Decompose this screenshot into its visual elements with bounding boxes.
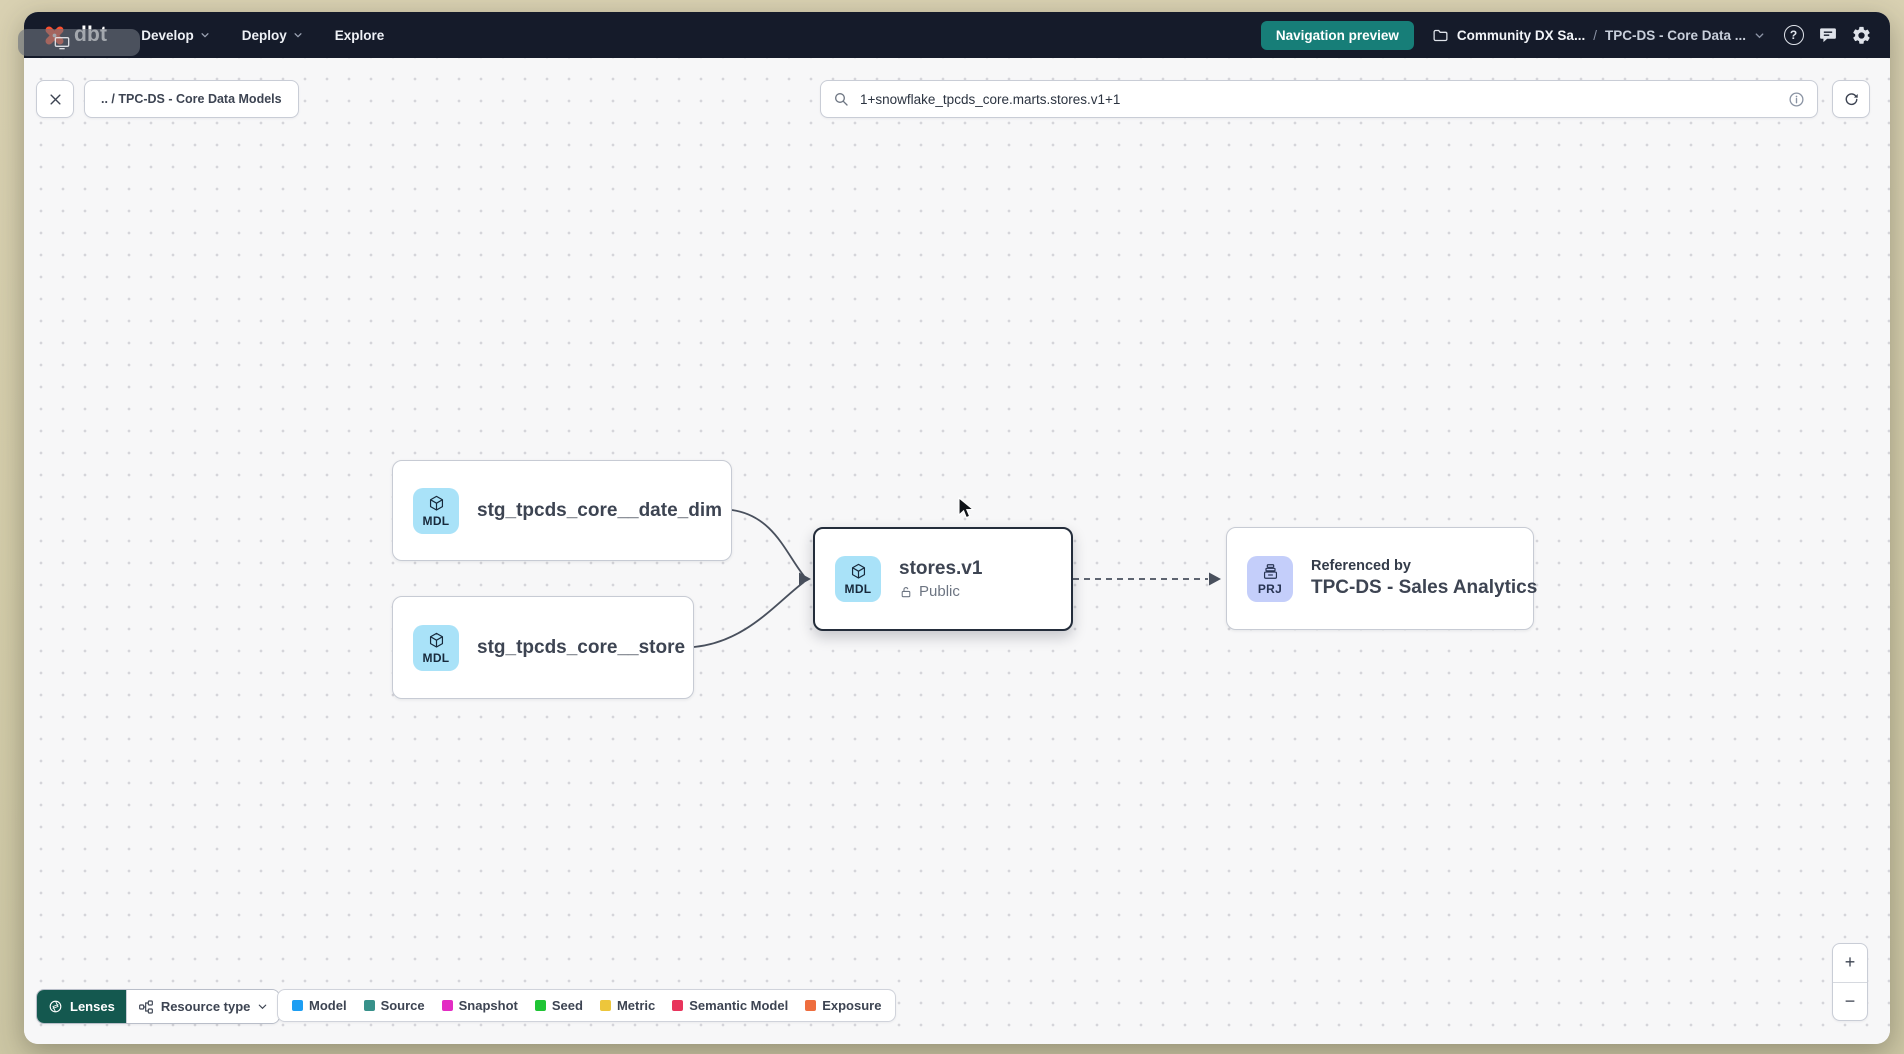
menu-develop[interactable]: Develop bbox=[141, 28, 210, 43]
node-stores-v1[interactable]: MDL stores.v1 Public bbox=[813, 527, 1073, 631]
breadcrumb-page[interactable]: TPC-DS - Core Data ... bbox=[1604, 27, 1746, 43]
model-badge: MDL bbox=[413, 487, 459, 534]
breadcrumb-separator: / bbox=[1593, 27, 1597, 43]
node-text-group: Referenced by TPC-DS - Sales Analytics bbox=[1311, 558, 1537, 599]
legend-item-semantic-model: Semantic Model bbox=[672, 998, 788, 1013]
arrowhead bbox=[799, 572, 811, 586]
resource-graph-icon bbox=[138, 999, 153, 1014]
edge-date-dim-to-stores bbox=[731, 509, 805, 577]
navbar-right-group: Navigation preview Community DX Sa... / … bbox=[1260, 20, 1872, 50]
node-label: stg_tpcds_core__date_dim bbox=[477, 499, 722, 521]
node-label: stg_tpcds_core__store bbox=[477, 636, 686, 658]
chevron-down-icon bbox=[259, 1004, 267, 1010]
legend-item-snapshot: Snapshot bbox=[441, 998, 518, 1013]
close-lineage-button[interactable] bbox=[36, 80, 74, 118]
node-stg-tpcds-core-store[interactable]: MDL stg_tpcds_core__store bbox=[392, 596, 694, 699]
project-badge: PRJ bbox=[1247, 555, 1293, 602]
model-badge: MDL bbox=[835, 556, 881, 602]
node-text-group: stores.v1 Public bbox=[899, 558, 982, 600]
lineage-path-chip[interactable]: .. / TPC-DS - Core Data Models bbox=[84, 80, 299, 118]
node-label: TPC-DS - Sales Analytics bbox=[1311, 577, 1538, 598]
top-navbar: dbt Develop Deploy Explore Navigation pr… bbox=[24, 12, 1890, 58]
zoom-in-button[interactable]: + bbox=[1833, 944, 1867, 983]
zoom-out-button[interactable]: − bbox=[1844, 990, 1856, 1011]
resource-type-legend: Model Source Snapshot Seed Metric Semant… bbox=[277, 989, 897, 1022]
node-label: stores.v1 bbox=[899, 558, 983, 579]
lenses-button[interactable]: Lenses bbox=[37, 990, 126, 1023]
legend-swatch bbox=[599, 1000, 611, 1011]
legend-item-seed: Seed bbox=[534, 998, 583, 1013]
menu-explore[interactable]: Explore bbox=[334, 27, 385, 43]
navbar-icons: ? bbox=[1783, 25, 1872, 46]
folder-icon bbox=[1433, 29, 1448, 41]
legend-swatch bbox=[363, 1000, 375, 1011]
node-stg-tpcds-core-date-dim[interactable]: MDL stg_tpcds_core__date_dim bbox=[392, 460, 732, 561]
mouse-cursor bbox=[958, 496, 975, 519]
node-visibility: Public bbox=[899, 583, 982, 600]
resource-type-dropdown[interactable]: Resource type bbox=[125, 990, 280, 1023]
project-stack-icon bbox=[1263, 563, 1277, 579]
main-menu: Develop Deploy Explore bbox=[141, 28, 384, 43]
legend-swatch bbox=[534, 1000, 546, 1011]
lineage-canvas[interactable]: .. / TPC-DS - Core Data Models bbox=[24, 58, 1890, 1044]
chevron-down-icon bbox=[294, 33, 302, 38]
edge-store-to-stores bbox=[693, 581, 805, 648]
info-icon[interactable] bbox=[1788, 91, 1805, 108]
cube-icon bbox=[429, 632, 443, 648]
unlocked-padlock-icon bbox=[901, 586, 911, 597]
lens-icon bbox=[49, 1000, 62, 1013]
legend-swatch bbox=[441, 1000, 453, 1011]
legend-swatch bbox=[805, 1000, 817, 1011]
help-icon[interactable]: ? bbox=[1783, 25, 1804, 46]
node-kicker: Referenced by bbox=[1311, 558, 1411, 574]
lenses-control: Lenses Resource type bbox=[36, 989, 281, 1024]
search-icon bbox=[835, 93, 848, 106]
app-window: dbt Develop Deploy Explore Navigation pr… bbox=[24, 12, 1890, 1044]
cube-icon bbox=[851, 563, 865, 579]
node-tpcds-sales-analytics[interactable]: PRJ Referenced by TPC-DS - Sales Analyti… bbox=[1226, 527, 1537, 630]
screen-overlay-indicator bbox=[18, 29, 140, 56]
legend-item-model: Model bbox=[292, 998, 347, 1013]
menu-deploy[interactable]: Deploy bbox=[242, 28, 303, 43]
breadcrumb: Community DX Sa... / TPC-DS - Core Data … bbox=[1432, 27, 1765, 44]
feedback-icon[interactable] bbox=[1817, 25, 1838, 46]
refresh-lineage-button[interactable] bbox=[1832, 80, 1870, 118]
refresh-icon bbox=[1845, 92, 1858, 105]
breadcrumb-project[interactable]: Community DX Sa... bbox=[1456, 27, 1586, 43]
close-icon bbox=[49, 93, 61, 105]
chevron-down-icon[interactable] bbox=[1754, 30, 1765, 41]
settings-gear-icon[interactable] bbox=[1851, 25, 1872, 46]
lineage-search-bar bbox=[820, 80, 1818, 118]
display-icon bbox=[54, 36, 70, 49]
navigation-preview-button[interactable]: Navigation preview bbox=[1260, 20, 1414, 50]
lineage-selector-input[interactable] bbox=[858, 90, 1779, 108]
chevron-down-icon bbox=[201, 33, 209, 38]
legend-item-metric: Metric bbox=[599, 998, 655, 1013]
arrowhead bbox=[1209, 572, 1221, 586]
legend-item-exposure: Exposure bbox=[805, 998, 881, 1013]
legend-swatch bbox=[292, 1000, 303, 1011]
cube-icon bbox=[429, 495, 443, 511]
model-badge: MDL bbox=[413, 624, 459, 671]
canvas-zoom-controls: + − bbox=[1832, 943, 1868, 1021]
legend-swatch bbox=[672, 1000, 684, 1011]
legend-item-source: Source bbox=[363, 998, 425, 1013]
